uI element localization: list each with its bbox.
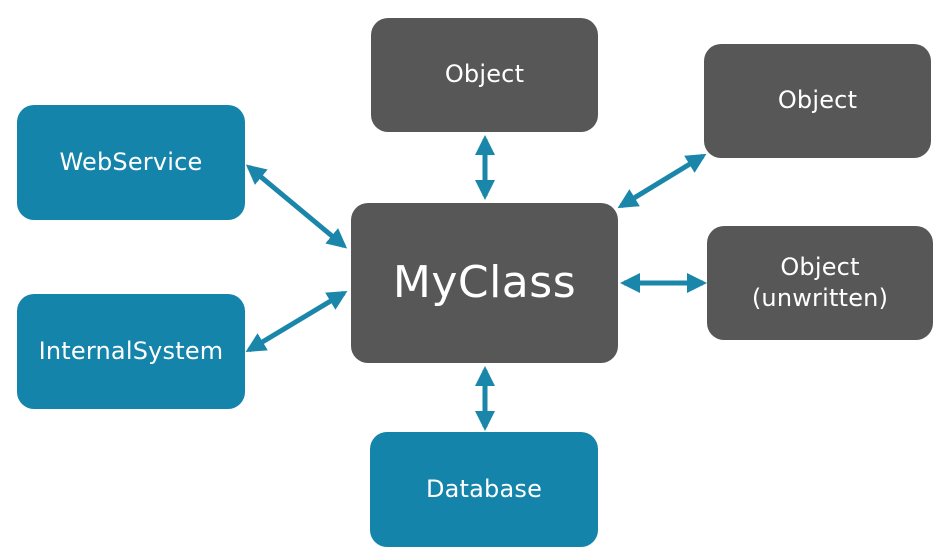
object-unwritten-line1: Object (780, 252, 860, 281)
arrow-center-webservice (245, 164, 348, 249)
arrow-center-object-top-right (617, 153, 707, 209)
object-unwritten-node: Object (unwritten) (707, 226, 933, 340)
webservice-node: WebService (17, 105, 245, 220)
arrow-center-internalsystem (245, 290, 348, 353)
internalsystem-node: InternalSystem (17, 294, 245, 409)
internalsystem-label: InternalSystem (38, 336, 224, 365)
database-node: Database (370, 432, 598, 547)
object-top-right-node: Object (704, 44, 931, 158)
myclass-label: MyClass (392, 257, 577, 309)
object-top-right-label: Object (777, 86, 858, 115)
object-top-label: Object (444, 60, 525, 89)
object-unwritten-line2: (unwritten) (751, 284, 889, 312)
database-label: Database (425, 474, 543, 503)
myclass-node: MyClass (351, 203, 618, 363)
webservice-label: WebService (59, 147, 203, 176)
object-top-node: Object (371, 18, 598, 132)
